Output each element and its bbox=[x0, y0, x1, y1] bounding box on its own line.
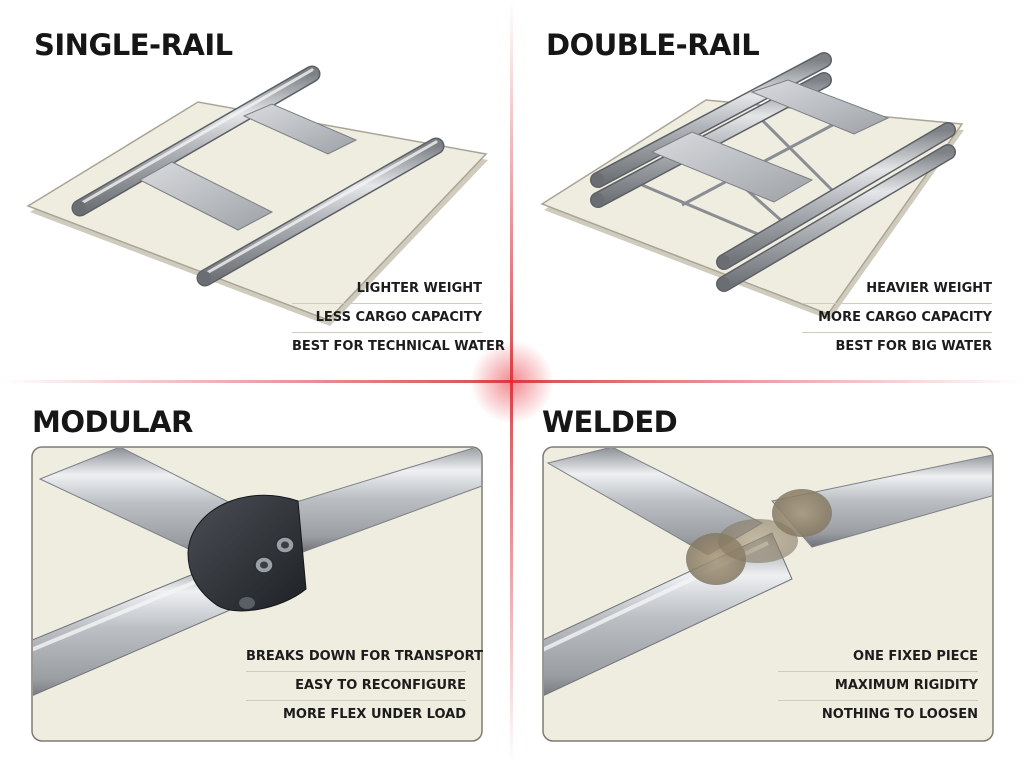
modular-panel: MODULAR BREAKS DOWN FOR TRANSPORT EASY T… bbox=[0, 383, 512, 765]
feature-item: NOTHING TO LOOSEN bbox=[821, 707, 978, 722]
panel-title: MODULAR bbox=[32, 405, 193, 439]
modular-features: BREAKS DOWN FOR TRANSPORT EASY TO RECONF… bbox=[246, 643, 483, 729]
feature-item: MORE FLEX UNDER LOAD bbox=[282, 707, 466, 722]
single-rail-frame-illustration bbox=[26, 65, 488, 326]
welded-panel: WELDED ONE FIXED PIECE MAXIMUM RIGIDITY … bbox=[512, 383, 1024, 765]
feature-item: BEST FOR TECHNICAL WATER bbox=[292, 339, 505, 354]
welded-features: ONE FIXED PIECE MAXIMUM RIGIDITY NOTHING… bbox=[778, 643, 978, 729]
panel-title: SINGLE-RAIL bbox=[34, 28, 233, 62]
single-rail-features: LIGHTER WEIGHT LESS CARGO CAPACITY BEST … bbox=[292, 275, 505, 361]
feature-item: MORE CARGO CAPACITY bbox=[802, 304, 992, 333]
modular-clamp-illustration bbox=[31, 446, 483, 742]
panel-title: WELDED bbox=[542, 405, 678, 439]
feature-item: MAXIMUM RIGIDITY bbox=[778, 672, 978, 701]
feature-item: HEAVIER WEIGHT bbox=[802, 275, 992, 304]
feature-item: LIGHTER WEIGHT bbox=[292, 275, 482, 304]
feature-item: BREAKS DOWN FOR TRANSPORT bbox=[246, 643, 483, 672]
panel-title: DOUBLE-RAIL bbox=[546, 28, 760, 62]
double-rail-frame-illustration bbox=[540, 52, 964, 320]
feature-item: LESS CARGO CAPACITY bbox=[292, 304, 482, 333]
feature-item: BEST FOR BIG WATER bbox=[835, 339, 992, 354]
double-rail-features: HEAVIER WEIGHT MORE CARGO CAPACITY BEST … bbox=[802, 275, 992, 361]
double-rail-panel: DOUBLE-RAIL HEAVIER WEIGHT MO bbox=[512, 0, 1024, 382]
single-rail-panel: SINGLE-RAIL LIGHTER WEIGHT LESS CARGO CA… bbox=[0, 0, 512, 382]
feature-item: ONE FIXED PIECE bbox=[778, 643, 978, 672]
feature-item: EASY TO RECONFIGURE bbox=[246, 672, 466, 701]
divider-intersection-glow bbox=[470, 340, 554, 424]
welded-joint-illustration bbox=[542, 446, 994, 742]
